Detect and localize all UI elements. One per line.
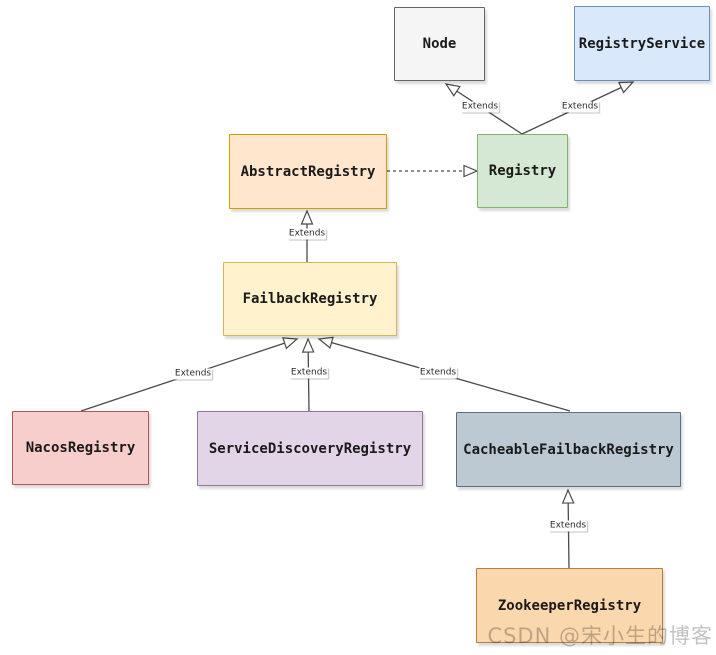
class-box-cacheablefailbackregistry: CacheableFailbackRegistry xyxy=(456,412,681,487)
class-box-abstractregistry: AbstractRegistry xyxy=(229,134,387,209)
class-name-node: Node xyxy=(422,36,457,52)
class-name-registry: Registry xyxy=(488,163,557,179)
edge-label-extends: Extends xyxy=(289,367,329,379)
edge-label-extends: Extends xyxy=(287,228,327,240)
class-name-failbackregistry: FailbackRegistry xyxy=(242,291,378,307)
edge-label-extends: Extends xyxy=(560,101,600,113)
class-name-registryservice: RegistryService xyxy=(578,35,706,52)
class-name-abstractregistry: AbstractRegistry xyxy=(240,163,376,180)
edge-label-extends: Extends xyxy=(418,367,458,379)
class-box-zookeeperregistry: ZookeeperRegistry xyxy=(476,568,663,643)
class-box-failbackregistry: FailbackRegistry xyxy=(223,262,397,336)
class-name-cacheablefailbackregistry: CacheableFailbackRegistry xyxy=(463,441,674,458)
edge-label-extends: Extends xyxy=(548,520,588,532)
class-box-node: Node xyxy=(394,7,485,81)
csdn-watermark: CSDN @宋小生的博客 xyxy=(487,624,713,648)
edge-label-extends: Extends xyxy=(173,368,213,380)
class-name-nacosregistry: NacosRegistry xyxy=(25,440,136,456)
class-name-zookeeperregistry: ZookeeperRegistry xyxy=(497,597,642,614)
class-box-servicediscoveryregistry: ServiceDiscoveryRegistry xyxy=(197,411,423,486)
class-box-registryservice: RegistryService xyxy=(574,6,710,81)
class-name-servicediscoveryregistry: ServiceDiscoveryRegistry xyxy=(208,440,412,457)
edge-label-extends: Extends xyxy=(460,101,500,113)
class-box-registry: Registry xyxy=(477,134,568,208)
class-box-nacosregistry: NacosRegistry xyxy=(12,411,149,485)
